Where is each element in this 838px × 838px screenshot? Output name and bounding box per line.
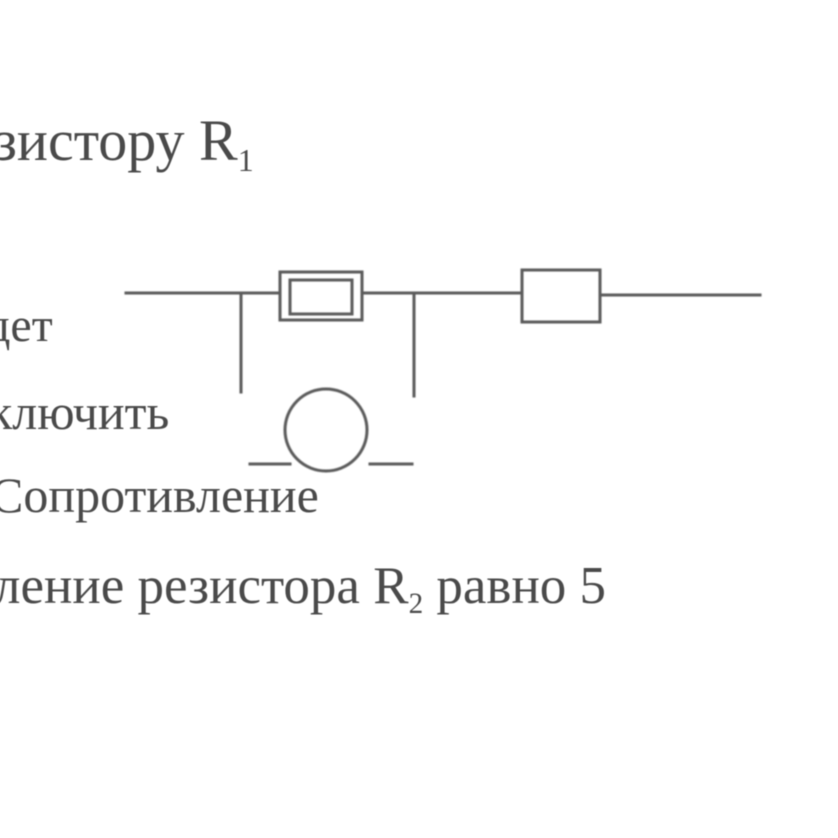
text-line-5-subscript: 2 — [408, 588, 424, 621]
main-wire — [124, 291, 762, 297]
text-line-2: дет — [0, 299, 53, 352]
text-line-5: ление резистора R2 равно 5 — [0, 560, 606, 619]
text-line-5-tail: равно 5 — [423, 557, 607, 615]
text-line-3: ключить — [0, 384, 170, 440]
resistor-r2 — [520, 268, 602, 324]
text-line-1: зистору R1 — [0, 112, 254, 177]
text-line-4: Сопротивление — [0, 467, 319, 523]
text-line-5-main: ление резистора R — [0, 557, 409, 615]
resistor-r1 — [278, 270, 364, 322]
meter-circle — [283, 387, 369, 473]
text-line-1-main: зистору R — [0, 108, 238, 173]
text-line-1-subscript: 1 — [237, 143, 254, 179]
